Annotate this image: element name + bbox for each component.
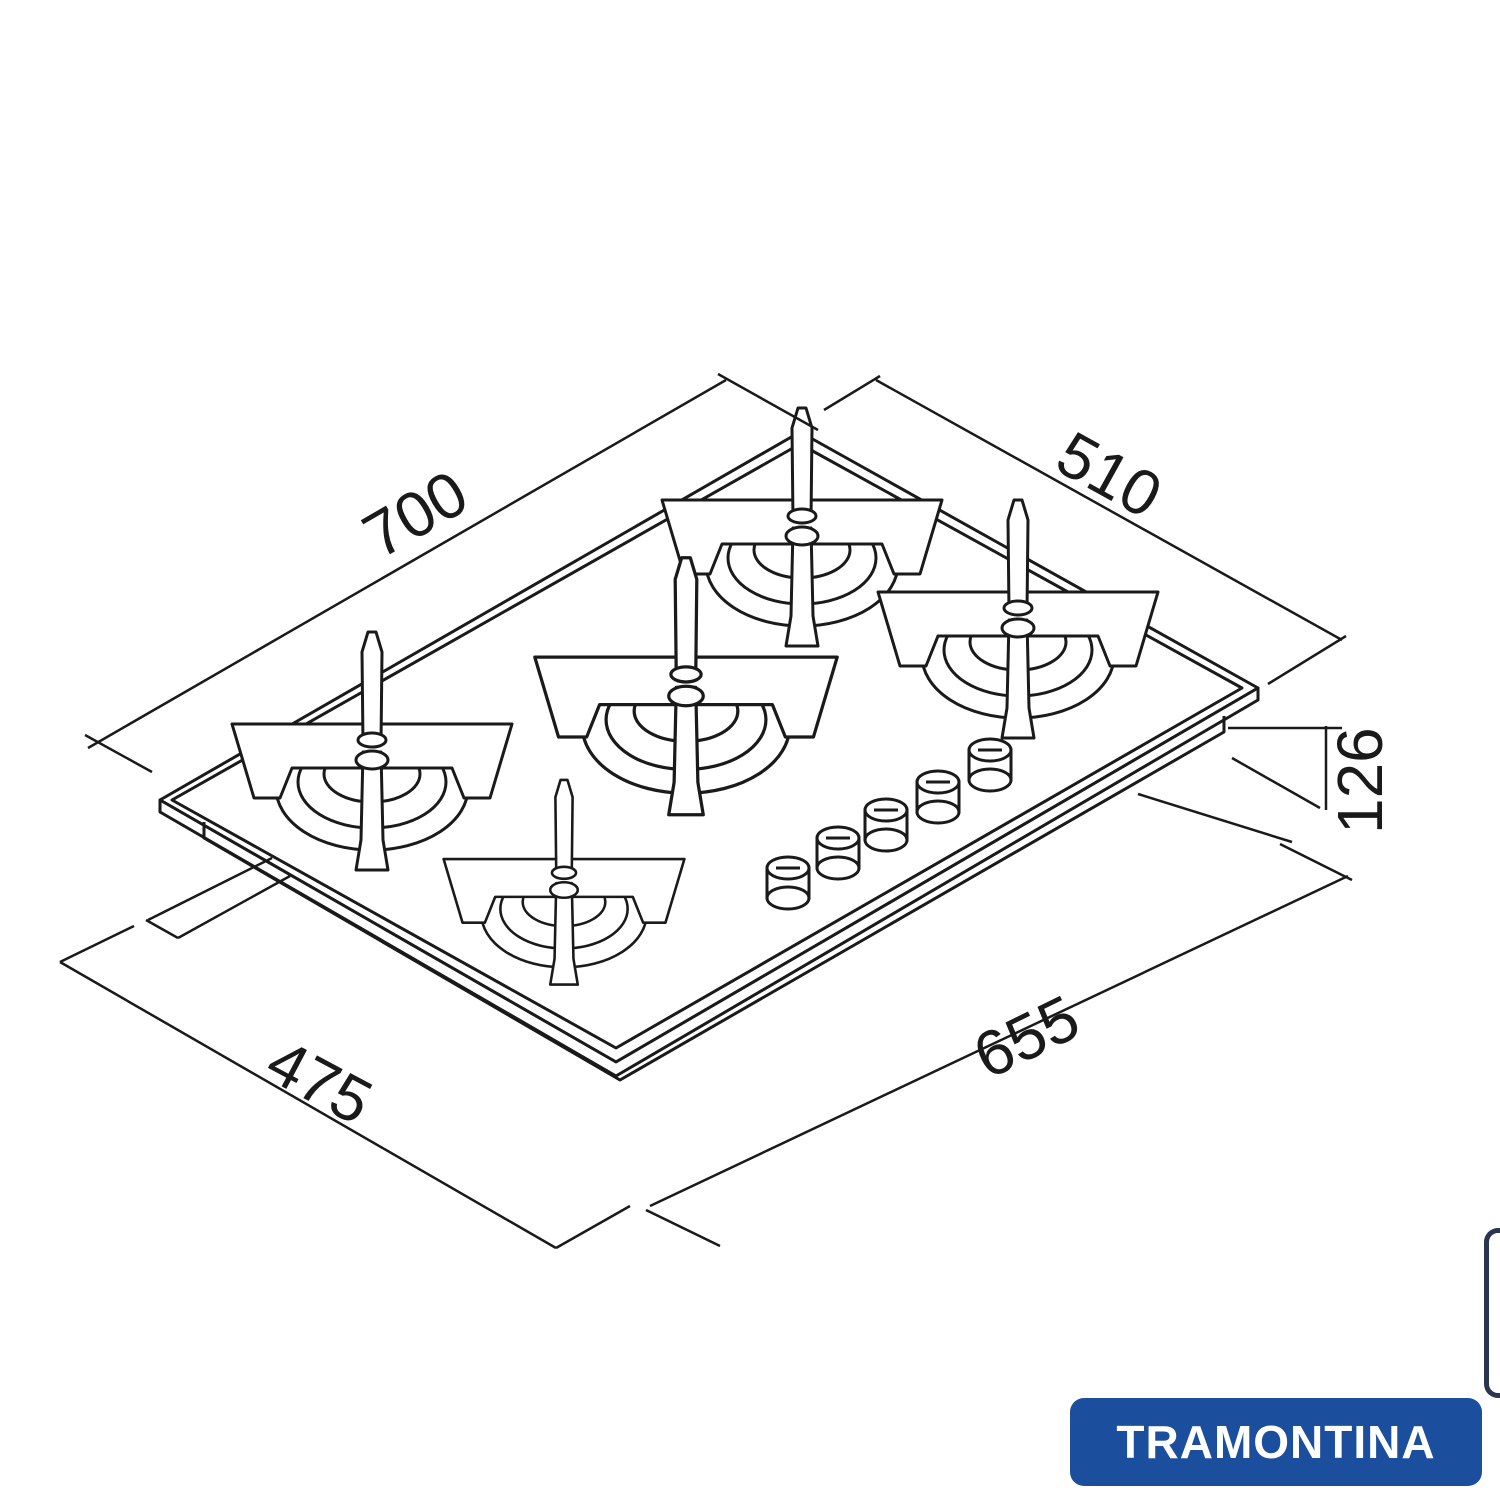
dimension-cutout-depth-label: 475 — [255, 1025, 383, 1139]
dimension-lines — [59, 372, 1353, 1250]
knob-5 — [967, 737, 1013, 793]
knob-2 — [815, 825, 861, 881]
dimension-depth-label: 510 — [1045, 417, 1173, 532]
brand-logo: TRAMONTINA — [1070, 1398, 1482, 1486]
knob-1 — [765, 855, 811, 911]
knob-3 — [863, 797, 909, 853]
knob-4 — [915, 769, 961, 825]
edge-ui-fragment — [1484, 1228, 1500, 1398]
brand-logo-text: TRAMONTINA — [1116, 1416, 1436, 1468]
dimension-length-label: 700 — [351, 456, 479, 572]
dimension-height-label: 126 — [1324, 727, 1396, 834]
dimension-cutout-width-label: 655 — [963, 981, 1091, 1093]
